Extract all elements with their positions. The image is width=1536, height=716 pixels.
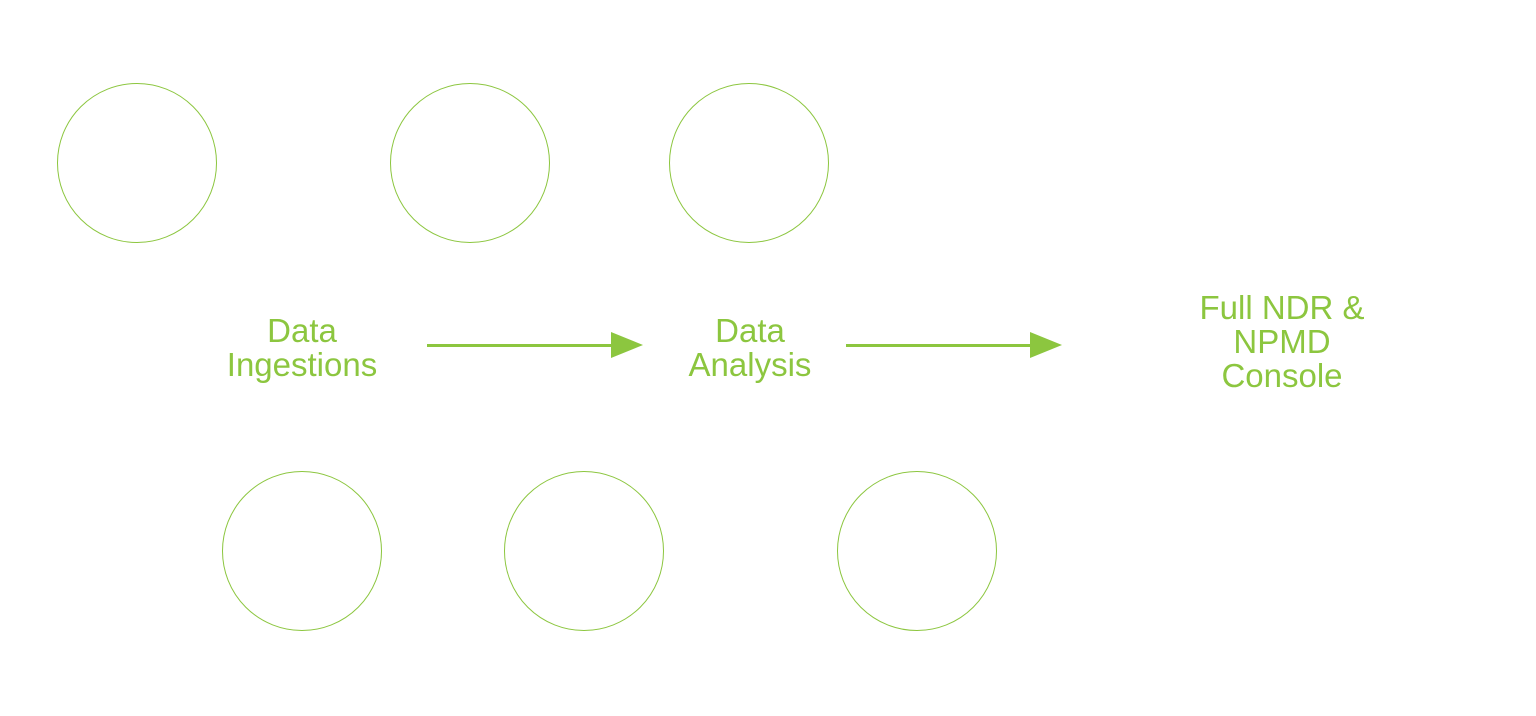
stage-label-line: Console	[1221, 357, 1343, 394]
top-circle-2	[390, 83, 550, 243]
stage-label-data-ingestions: Data Ingestions	[202, 314, 402, 382]
top-circle-1	[57, 83, 217, 243]
stage-label-data-analysis: Data Analysis	[650, 314, 850, 382]
stage-label-line: Data	[715, 312, 785, 349]
arrow-shaft	[846, 344, 1034, 347]
stage-label-line: Full NDR &	[1199, 289, 1365, 326]
top-circle-3	[669, 83, 829, 243]
stage-label-line: NPMD	[1233, 323, 1331, 360]
stage-label-line: Data	[267, 312, 337, 349]
bottom-circle-1	[222, 471, 382, 631]
arrow-shaft	[427, 344, 615, 347]
stage-label-line: Analysis	[688, 346, 812, 383]
stage-label-line: Ingestions	[226, 346, 378, 383]
arrow-head	[1030, 332, 1062, 358]
arrow-ingestions-to-analysis	[427, 330, 643, 360]
bottom-circle-3	[837, 471, 997, 631]
arrow-head	[611, 332, 643, 358]
stage-label-full-ndr-npmd-console: Full NDR & NPMD Console	[1172, 291, 1392, 393]
arrow-analysis-to-console	[846, 330, 1062, 360]
bottom-circle-2	[504, 471, 664, 631]
